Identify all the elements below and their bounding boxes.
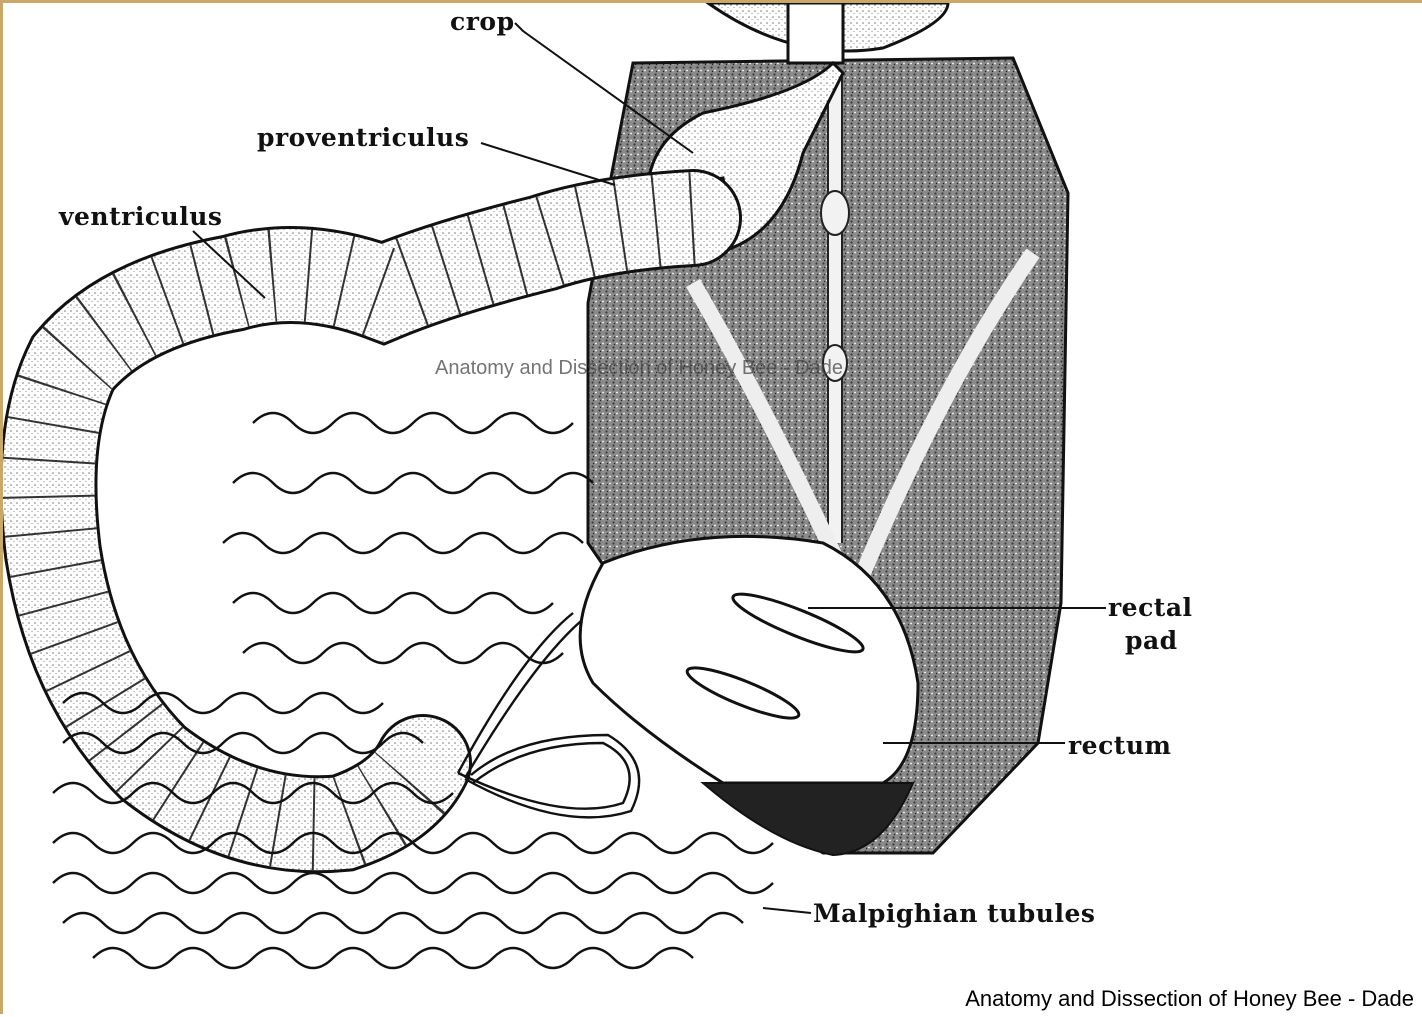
- source-caption: Anatomy and Dissection of Honey Bee - Da…: [965, 986, 1414, 1012]
- label-rectal-pad-line1: rectal: [1108, 595, 1193, 620]
- label-rectal-pad-line2: pad: [1125, 628, 1178, 653]
- rectum-organ: [580, 536, 918, 783]
- label-ventriculus: ventriculus: [59, 204, 222, 229]
- honey-bee-digestive-tract-illustration: [3, 3, 1422, 1017]
- watermark-text: Anatomy and Dissection of Honey Bee - Da…: [435, 357, 843, 380]
- label-rectum: rectum: [1068, 733, 1171, 758]
- label-proventriculus: proventriculus: [257, 125, 469, 150]
- label-malpighian-tubules: Malpighian tubules: [813, 901, 1095, 926]
- petiole: [788, 3, 843, 63]
- label-crop: crop: [450, 9, 515, 34]
